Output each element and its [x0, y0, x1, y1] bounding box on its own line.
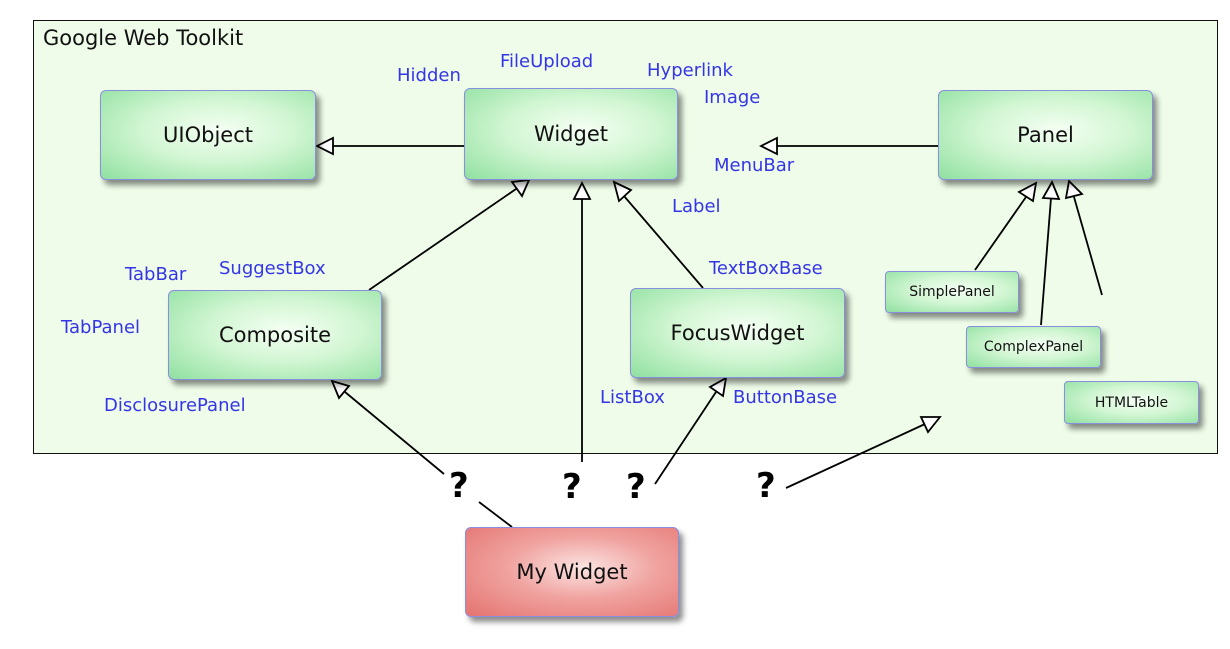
label-image: Image — [704, 87, 761, 108]
label-textboxbase: TextBoxBase — [709, 258, 823, 279]
arrowhead-focuswidget — [708, 376, 728, 398]
label-label: Label — [672, 196, 721, 217]
label-tabpanel: TabPanel — [61, 317, 141, 338]
widget-class-box: Widget — [464, 88, 678, 180]
htmltable-label: HTMLTable — [1094, 394, 1169, 411]
arrow-composite-widget — [368, 188, 517, 291]
label-buttonbase: ButtonBase — [733, 387, 838, 408]
arrowhead-uiobject — [314, 136, 334, 156]
composite-class-box: Composite — [168, 290, 382, 380]
label-hidden: Hidden — [397, 65, 461, 86]
label-suggestbox: SuggestBox — [219, 258, 326, 279]
label-menubar: MenuBar — [714, 155, 795, 176]
panel-class-box: Panel — [938, 90, 1153, 180]
question-mark-panel: ? — [756, 466, 776, 506]
arrow-mywidget-composite-lower — [478, 501, 513, 528]
label-hyperlink: Hyperlink — [647, 60, 733, 81]
arrow-third-panel — [1073, 196, 1103, 296]
htmltable-class-box: HTMLTable — [1064, 381, 1199, 424]
arrow-simplepanel-panel — [974, 196, 1027, 271]
arrow-focuswidget-widget — [623, 195, 704, 289]
arrowhead-panel-region — [919, 416, 942, 434]
focuswidget-class-box: FocusWidget — [630, 288, 845, 378]
question-mark-focuswidget: ? — [626, 467, 646, 507]
complexpanel-class-box: ComplexPanel — [966, 326, 1101, 368]
widget-label: Widget — [534, 122, 608, 146]
arrow-complexpanel-panel — [1040, 197, 1052, 326]
arrow-mywidget-composite — [344, 391, 445, 475]
arrowhead-center-widget — [572, 180, 592, 200]
complexpanel-label: ComplexPanel — [983, 339, 1084, 355]
arrow-q-focuswidget — [654, 391, 717, 485]
uiobject-label: UIObject — [163, 123, 253, 147]
arrowhead-composite-widget — [510, 178, 531, 198]
arrowhead-composite — [330, 379, 351, 400]
arrowhead-complexpanel-panel — [1041, 179, 1061, 200]
arrowhead-simplepanel-panel — [1017, 181, 1038, 203]
arrow-q-panel — [785, 423, 926, 489]
label-disclosurepanel: DisclosurePanel — [104, 395, 246, 416]
frame-title: Google Web Toolkit — [43, 26, 244, 50]
question-mark-widget: ? — [562, 467, 582, 507]
label-listbox: ListBox — [600, 387, 665, 408]
composite-label: Composite — [218, 323, 332, 347]
label-fileupload: FileUpload — [500, 51, 594, 72]
simplepanel-class-box: SimplePanel — [885, 271, 1019, 313]
arrowhead-panel-widget — [758, 136, 778, 156]
label-tabbar: TabBar — [125, 264, 187, 285]
arrowhead-focuswidget-widget — [612, 180, 633, 203]
arrowhead-third-panel — [1064, 179, 1084, 200]
mywidget-label: My Widget — [516, 560, 628, 584]
panel-label: Panel — [1017, 123, 1074, 147]
simplepanel-label: SimplePanel — [909, 284, 995, 300]
mywidget-class-box: My Widget — [465, 527, 679, 617]
uiobject-class-box: UIObject — [100, 90, 316, 180]
question-mark-composite: ? — [449, 466, 469, 506]
focuswidget-label: FocusWidget — [670, 321, 805, 345]
